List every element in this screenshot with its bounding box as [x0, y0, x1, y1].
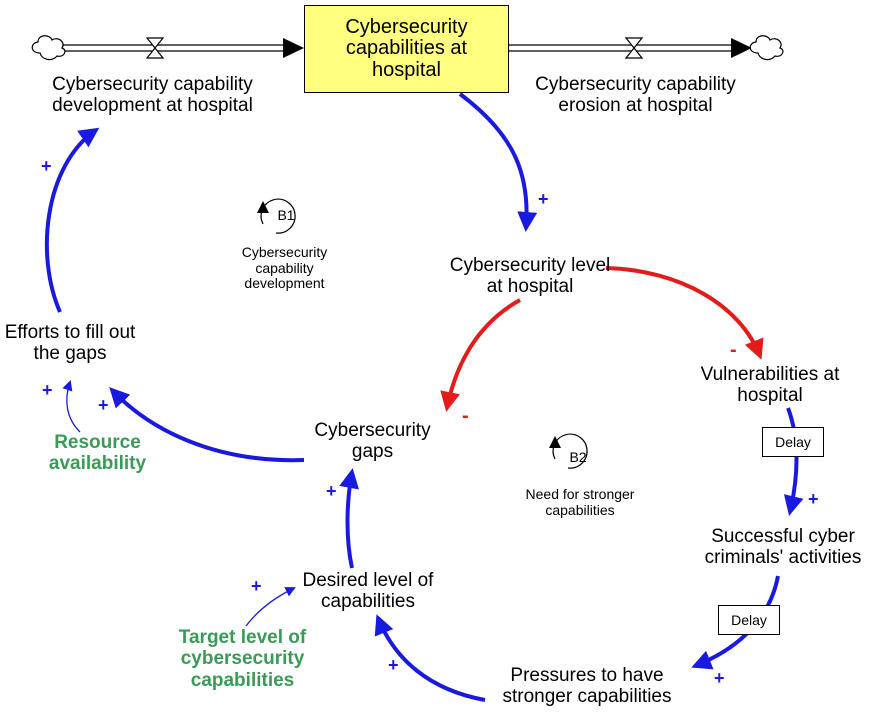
variable-level: Cybersecurity level at hospital [449, 255, 611, 298]
link-gaps-to-efforts [109, 387, 305, 463]
source-cloud-icon [31, 35, 66, 61]
inflow-pipe [62, 38, 304, 58]
polarity-resource-to-efforts: + [42, 380, 53, 400]
polarity-target-to-desired: + [251, 576, 262, 596]
variable-desired: Desired level of capabilities [302, 570, 434, 613]
stock-cybersecurity-capabilities: Cybersecurity capabilities at hospital [304, 5, 509, 93]
outflow-label: Cybersecurity capability erosion at hosp… [535, 74, 736, 117]
polarity-stock-to-level: + [538, 189, 549, 209]
exogenous-resource: Resource availability [48, 432, 147, 475]
delay-box-2: Delay [718, 605, 780, 635]
inflow-label: Cybersecurity capability development at … [52, 74, 253, 117]
link-resource-to-efforts [62, 380, 81, 433]
delay-label-1: Delay [775, 434, 811, 450]
polarity-vulnerabilities-to-successful: + [808, 489, 819, 509]
link-level-to-gaps [440, 298, 521, 412]
inflow-valve-icon [145, 37, 165, 59]
loop-b1-icon [257, 198, 296, 234]
outflow-valve-icon [624, 37, 644, 59]
link-efforts-to-inflow [44, 127, 100, 313]
link-desired-to-gaps [339, 468, 359, 569]
delay-box-1: Delay [762, 427, 824, 457]
link-stock-to-level [458, 92, 538, 232]
loop-b2-icon [549, 433, 588, 469]
stock-label: Cybersecurity capabilities at hospital [345, 15, 468, 81]
outflow-pipe [509, 38, 752, 58]
link-pressures-to-desired [374, 614, 486, 702]
polarity-pressures-to-desired: + [388, 655, 399, 675]
variable-successful: Successful cyber criminals' activities [704, 526, 862, 569]
variable-efforts: Efforts to fill out the gaps [4, 322, 136, 365]
polarity-gaps-to-efforts: + [98, 395, 109, 415]
polarity-level-to-vulnerabilities: - [730, 339, 737, 361]
loop-b1-name: Cybersecurity capability development [241, 244, 328, 292]
link-target-to-desired [245, 587, 296, 627]
delay-label-2: Delay [731, 612, 767, 628]
polarity-efforts-to-inflow: + [41, 156, 52, 176]
loop-b1-id: B1 [277, 207, 295, 223]
link-level-to-vulnerabilities [605, 266, 764, 360]
variable-pressures: Pressures to have stronger capabilities [502, 665, 672, 708]
sink-cloud-icon [749, 35, 784, 61]
exogenous-target: Target level of cybersecurity capabiliti… [178, 627, 307, 691]
variable-vulnerabilities: Vulnerabilities at hospital [700, 364, 840, 407]
polarity-desired-to-gaps: + [326, 481, 337, 501]
link-vulnerabilities-to-successful [783, 407, 804, 516]
loop-b2-id: B2 [569, 449, 587, 465]
loop-b2-name: Need for stronger capabilities [525, 486, 635, 518]
polarity-successful-to-pressures: + [714, 668, 725, 688]
variable-gaps: Cybersecurity gaps [314, 420, 431, 463]
polarity-level-to-gaps: - [462, 405, 469, 427]
